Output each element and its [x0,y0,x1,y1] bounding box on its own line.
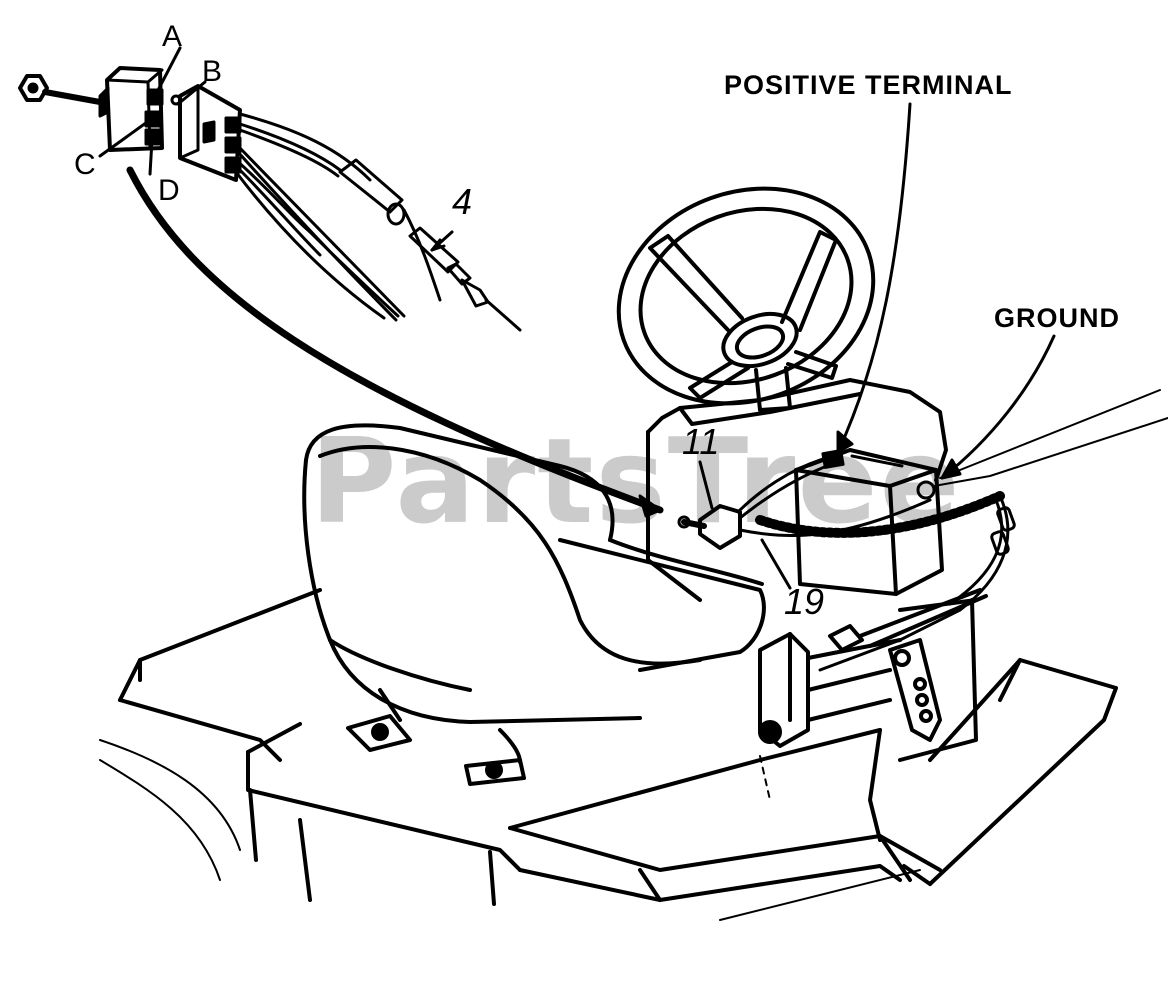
leader-c [98,118,152,158]
switch-stud [42,89,103,105]
ground-label: GROUND [994,303,1120,333]
leader-11 [698,460,714,510]
leader-d [148,138,154,176]
part-number-4: 4 [452,181,473,222]
seat [302,423,766,724]
leader-positive-terminal [836,102,912,454]
label-b: B [202,55,223,88]
wire-harness [234,112,522,332]
leader-ground [940,334,1056,480]
label-a: A [162,20,183,53]
fender-deck [99,588,1118,921]
part-number-11: 11 [682,421,720,462]
lift-linkage [758,588,988,748]
positive-terminal-label: POSITIVE TERMINAL [724,70,1013,100]
seat-brackets [346,688,526,786]
watermark: PartsTree [310,412,962,550]
mounted-switch [698,504,742,550]
label-c: C [74,148,96,181]
switch-detail [18,66,522,332]
connector [178,84,242,182]
label-d: D [158,174,180,207]
dash-wiring [677,389,1168,672]
part-number-19: 19 [784,581,825,622]
leader-a [153,46,182,98]
leader-b [176,80,207,106]
leader-19 [760,538,792,590]
nut-icon [18,74,49,102]
switch-body [105,66,182,152]
